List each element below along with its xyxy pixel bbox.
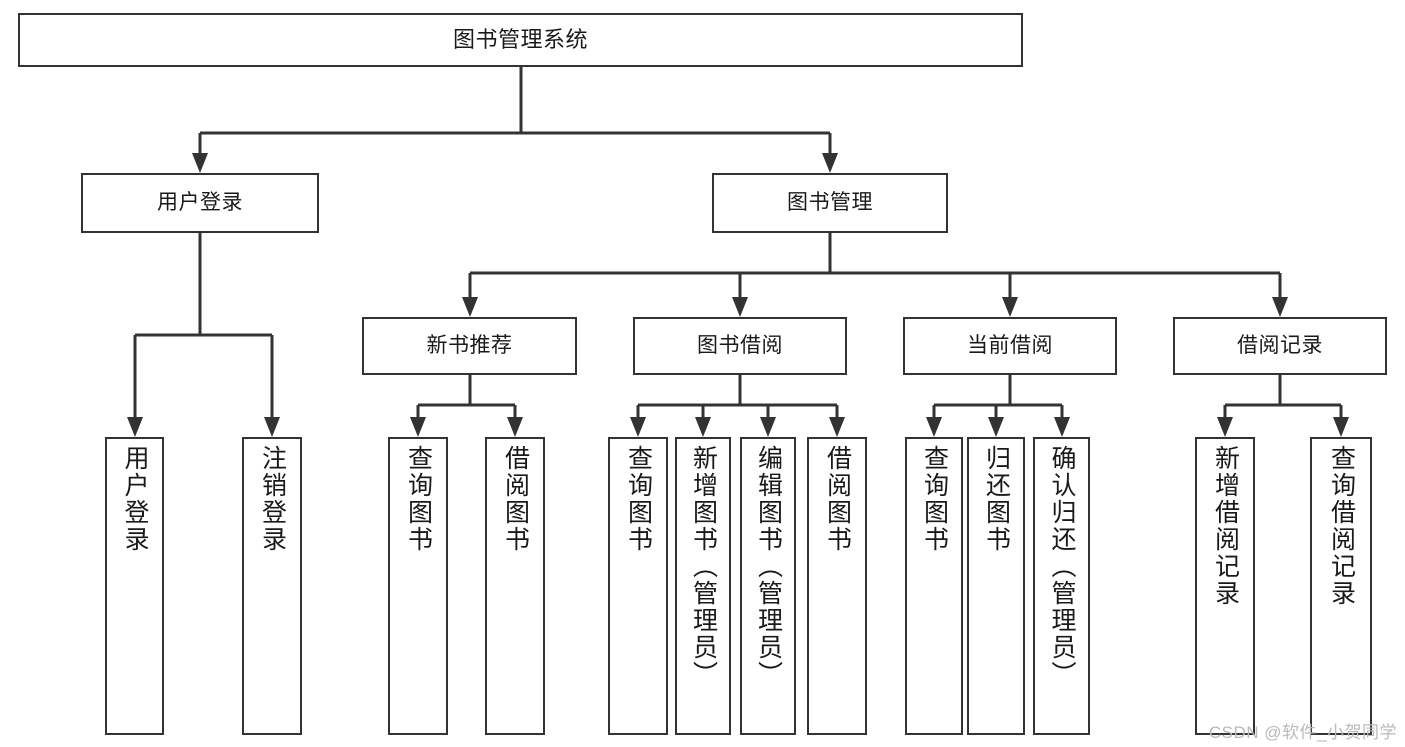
- arrowhead-leaf13: [1333, 417, 1349, 437]
- node-leaf1[interactable]: 用户登录: [105, 437, 164, 735]
- node-label: 编辑图书（管理员）: [754, 445, 783, 688]
- arrowhead-leaf9: [926, 417, 942, 437]
- node-label: 图书管理: [787, 190, 873, 214]
- node-label: 借阅图书: [823, 445, 852, 553]
- node-label: 注销登录: [258, 445, 287, 553]
- arrowhead-leaf8: [829, 417, 845, 437]
- node-leaf8[interactable]: 借阅图书: [807, 437, 867, 735]
- node-l3b[interactable]: 图书借阅: [633, 317, 847, 375]
- node-label: 用户登录: [121, 445, 149, 553]
- arrowhead-l3a: [462, 297, 478, 317]
- node-leaf2[interactable]: 注销登录: [242, 437, 302, 735]
- arrowhead-leaf11: [1054, 417, 1070, 437]
- node-l2a[interactable]: 用户登录: [81, 173, 319, 233]
- node-label: 新增借阅记录: [1211, 445, 1240, 607]
- node-leaf7[interactable]: 编辑图书（管理员）: [740, 437, 796, 735]
- arrowhead-l3d: [1272, 297, 1288, 317]
- arrowhead-l3b: [732, 297, 748, 317]
- node-label: 图书管理系统: [452, 27, 588, 53]
- node-label: 查询借阅记录: [1327, 445, 1356, 607]
- node-leaf5[interactable]: 查询图书: [608, 437, 668, 735]
- arrowhead-l2a: [192, 153, 208, 173]
- node-label: 用户登录: [157, 190, 243, 214]
- arrowhead-l3c: [1002, 297, 1018, 317]
- node-label: 当前借阅: [967, 333, 1053, 357]
- node-label: 新书推荐: [426, 333, 513, 357]
- node-label: 借阅记录: [1237, 333, 1323, 357]
- node-l2b[interactable]: 图书管理: [712, 173, 948, 233]
- node-leaf4[interactable]: 借阅图书: [485, 437, 545, 735]
- arrowhead-leaf2: [264, 417, 280, 437]
- node-leaf13[interactable]: 查询借阅记录: [1310, 437, 1372, 735]
- node-label: 查询图书: [404, 445, 433, 553]
- node-label: 查询图书: [920, 445, 949, 553]
- node-leaf10[interactable]: 归还图书: [967, 437, 1025, 735]
- node-label: 图书借阅: [697, 333, 783, 357]
- arrowhead-leaf7: [760, 417, 776, 437]
- arrowhead-leaf5: [630, 417, 646, 437]
- node-leaf12[interactable]: 新增借阅记录: [1195, 437, 1255, 735]
- node-label: 查询图书: [624, 445, 653, 553]
- node-leaf11[interactable]: 确认归还（管理员）: [1033, 437, 1090, 735]
- arrowhead-leaf10: [988, 417, 1004, 437]
- node-root[interactable]: 图书管理系统: [18, 13, 1023, 67]
- node-l3c[interactable]: 当前借阅: [903, 317, 1117, 375]
- node-label: 确认归还（管理员）: [1048, 445, 1076, 688]
- node-label: 新增图书（管理员）: [689, 445, 718, 688]
- node-label: 借阅图书: [501, 445, 530, 553]
- node-l3d[interactable]: 借阅记录: [1173, 317, 1387, 375]
- node-label: 归还图书: [982, 445, 1011, 553]
- node-leaf9[interactable]: 查询图书: [905, 437, 963, 735]
- node-leaf3[interactable]: 查询图书: [388, 437, 448, 735]
- watermark: CSDN @软件_小贺同学: [1208, 723, 1397, 742]
- node-leaf6[interactable]: 新增图书（管理员）: [675, 437, 731, 735]
- node-l3a[interactable]: 新书推荐: [362, 317, 577, 375]
- arrowhead-l2b: [822, 153, 838, 173]
- arrowhead-leaf3: [410, 417, 426, 437]
- arrowhead-leaf4: [507, 417, 523, 437]
- arrowhead-leaf1: [127, 417, 143, 437]
- arrowhead-leaf6: [695, 417, 711, 437]
- arrowhead-leaf12: [1217, 417, 1233, 437]
